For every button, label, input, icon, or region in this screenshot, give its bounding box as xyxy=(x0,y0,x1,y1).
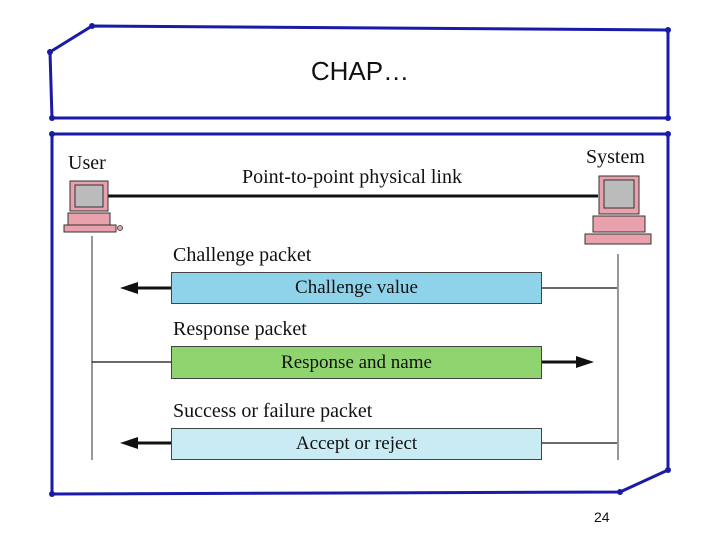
slide-title: CHAP… xyxy=(310,56,410,86)
page-number: 24 xyxy=(594,509,610,525)
response-arrow-head xyxy=(576,356,594,368)
challenge-packet-label: Challenge packet xyxy=(173,244,312,266)
challenge-arrow-head xyxy=(120,282,138,294)
accept-reject-box: Accept or reject xyxy=(171,428,542,460)
response-packet-label: Response packet xyxy=(173,318,307,340)
physical-link-label: Point-to-point physical link xyxy=(242,166,462,188)
system-label: System xyxy=(586,146,645,168)
system-computer-icon xyxy=(584,175,652,245)
user-computer-icon xyxy=(63,180,123,233)
challenge-value-box: Challenge value xyxy=(171,272,542,304)
result-arrow-head xyxy=(120,437,138,449)
user-label: User xyxy=(68,152,106,174)
result-packet-label: Success or failure packet xyxy=(173,400,373,422)
response-name-box: Response and name xyxy=(171,346,542,379)
